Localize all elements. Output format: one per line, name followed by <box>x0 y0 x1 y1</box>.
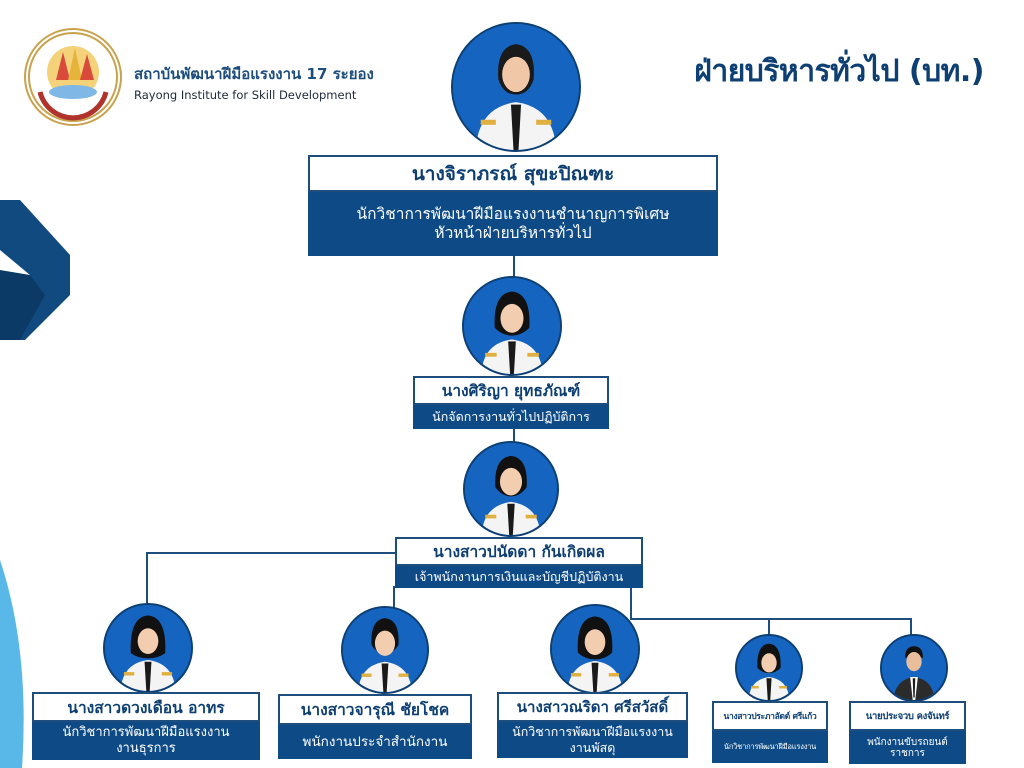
person-title: นักจัดการงานทั่วไปปฏิบัติการ <box>413 405 609 429</box>
person-name: นางจิราภรณ์ สุขะปิณฑะ <box>308 155 718 192</box>
connector-line <box>393 586 395 608</box>
person-title: พนักงานขับรถยนต์ ราชการ <box>849 731 966 764</box>
person-photo <box>735 634 803 702</box>
person-photo <box>880 634 948 702</box>
person-title-line: หัวหน้าฝ่ายบริหารทั่วไป <box>434 224 592 242</box>
department-title: ฝ่ายบริหารทั่วไป (บท.) <box>694 54 984 89</box>
person-photo <box>341 606 429 694</box>
person-photo <box>550 604 640 694</box>
decorative-chevron <box>0 200 70 340</box>
person-title-line: นักวิชาการพัฒนาฝีมือแรงงานชำนาญการพิเศษ <box>356 204 670 223</box>
person-title: พนักงานประจำสำนักงาน <box>278 725 472 759</box>
person-title-line: พนักงานขับรถยนต์ <box>867 736 948 748</box>
person-name: นางสาวจารุณี ชัยโชค <box>278 694 472 725</box>
connector-line <box>630 618 912 620</box>
connector-line <box>513 255 515 280</box>
person-title: นักวิชาการพัฒนาฝีมือแรงงาน <box>712 731 828 763</box>
person-photo <box>103 603 193 693</box>
institute-logo <box>24 28 122 126</box>
person-photo <box>451 22 581 152</box>
person-title-line: งานธุรการ <box>116 741 176 756</box>
connector-line <box>146 552 148 607</box>
institute-name-english: Rayong Institute for Skill Development <box>134 88 357 102</box>
person-title: นักวิชาการพัฒนาฝีมือแรงงานชำนาญการพิเศษ … <box>308 192 718 256</box>
person-title: เจ้าพนักงานการเงินและบัญชีปฏิบัติงาน <box>395 566 643 588</box>
person-name: นางสาวประภาลัดด์ ศรีแก้ว <box>712 701 828 731</box>
person-title-line: งานพัสดุ <box>569 740 616 755</box>
person-name: นางสาวดวงเดือน อาทร <box>32 692 260 722</box>
person-name: นางสาวณริดา ศรีสวัสดิ์ <box>497 692 688 722</box>
decorative-wave <box>0 560 24 768</box>
person-name: นางศิริญา ยุทธภัณฑ์ <box>413 376 609 405</box>
person-title-line: นักวิชาการพัฒนาฝีมือแรงงาน <box>512 724 673 740</box>
institute-name-thai: สถาบันพัฒนาฝีมือแรงงาน 17 ระยอง <box>134 65 374 83</box>
person-name: นางสาวปนัดดา กันเกิดผล <box>395 537 643 566</box>
person-title-line: ราชการ <box>890 747 925 759</box>
person-title: นักวิชาการพัฒนาฝีมือแรงงาน งานธุรการ <box>32 722 260 760</box>
person-name: นายประจวบ คงจันทร์ <box>849 701 966 731</box>
person-photo <box>463 441 559 537</box>
person-title-line: นักวิชาการพัฒนาฝีมือแรงงาน <box>62 724 230 740</box>
person-photo <box>462 276 562 376</box>
connector-line <box>768 618 770 636</box>
connector-line <box>147 552 395 554</box>
connector-line <box>910 618 912 636</box>
connector-line <box>630 586 632 620</box>
connector-line <box>513 428 515 446</box>
person-title: นักวิชาการพัฒนาฝีมือแรงงาน งานพัสดุ <box>497 722 688 758</box>
